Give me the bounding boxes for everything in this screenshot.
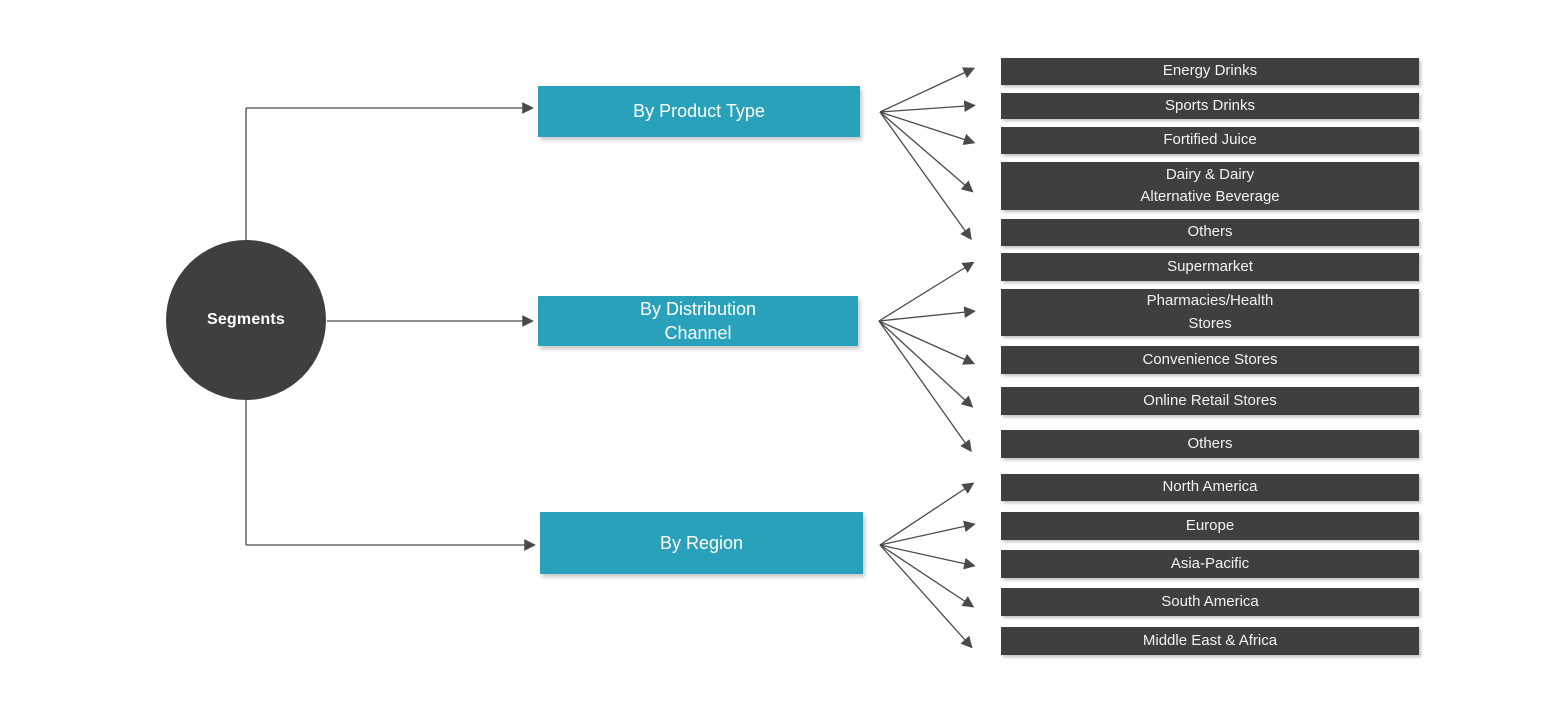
arrow-asia-pacific bbox=[879, 544, 976, 570]
item-supermarket: Supermarket bbox=[1001, 253, 1419, 281]
arrow-energy-drinks bbox=[879, 67, 976, 113]
branch-by-region: By Region bbox=[540, 512, 863, 574]
item-pharmacies-health-stores: Pharmacies/Health Stores bbox=[1001, 289, 1419, 336]
arrow-north-america bbox=[879, 482, 975, 546]
root-node-label: Segments bbox=[206, 311, 286, 328]
item-europe: Europe bbox=[1001, 512, 1419, 540]
item-middle-east-africa: Middle East & Africa bbox=[1001, 627, 1419, 655]
item-dairy-dairy-alternative-beverage: Dairy & Dairy Alternative Beverage bbox=[1001, 162, 1419, 210]
item-south-america: South America bbox=[1001, 588, 1419, 616]
arrow-middle-east-africa bbox=[879, 544, 973, 649]
arrow-fortified-juice bbox=[879, 111, 976, 146]
arrow-online-retail bbox=[878, 320, 974, 408]
arrow-convenience-stores bbox=[878, 320, 976, 365]
item-asia-pacific: Asia-Pacific bbox=[1001, 550, 1419, 578]
branch-by-distribution-channel: By Distribution Channel bbox=[538, 296, 858, 346]
arrow-europe bbox=[879, 520, 976, 546]
arrow-supermarket bbox=[878, 261, 975, 322]
arrow-dairy bbox=[879, 111, 974, 193]
arrow-pharmacies bbox=[878, 306, 976, 322]
root-node-segments: Segments bbox=[166, 240, 326, 400]
arrow-others-distribution bbox=[878, 320, 972, 453]
branch-by-product-type: By Product Type bbox=[538, 86, 860, 137]
arrow-south-america bbox=[879, 544, 975, 608]
item-energy-drinks: Energy Drinks bbox=[1001, 58, 1419, 85]
arrow-sports-drinks bbox=[879, 100, 976, 113]
item-others-distribution: Others bbox=[1001, 430, 1419, 458]
item-north-america: North America bbox=[1001, 474, 1419, 501]
item-others-product: Others bbox=[1001, 219, 1419, 246]
item-convenience-stores: Convenience Stores bbox=[1001, 346, 1419, 374]
item-fortified-juice: Fortified Juice bbox=[1001, 127, 1419, 154]
item-online-retail-stores: Online Retail Stores bbox=[1001, 387, 1419, 415]
item-sports-drinks: Sports Drinks bbox=[1001, 93, 1419, 119]
arrow-others-product bbox=[879, 111, 972, 241]
